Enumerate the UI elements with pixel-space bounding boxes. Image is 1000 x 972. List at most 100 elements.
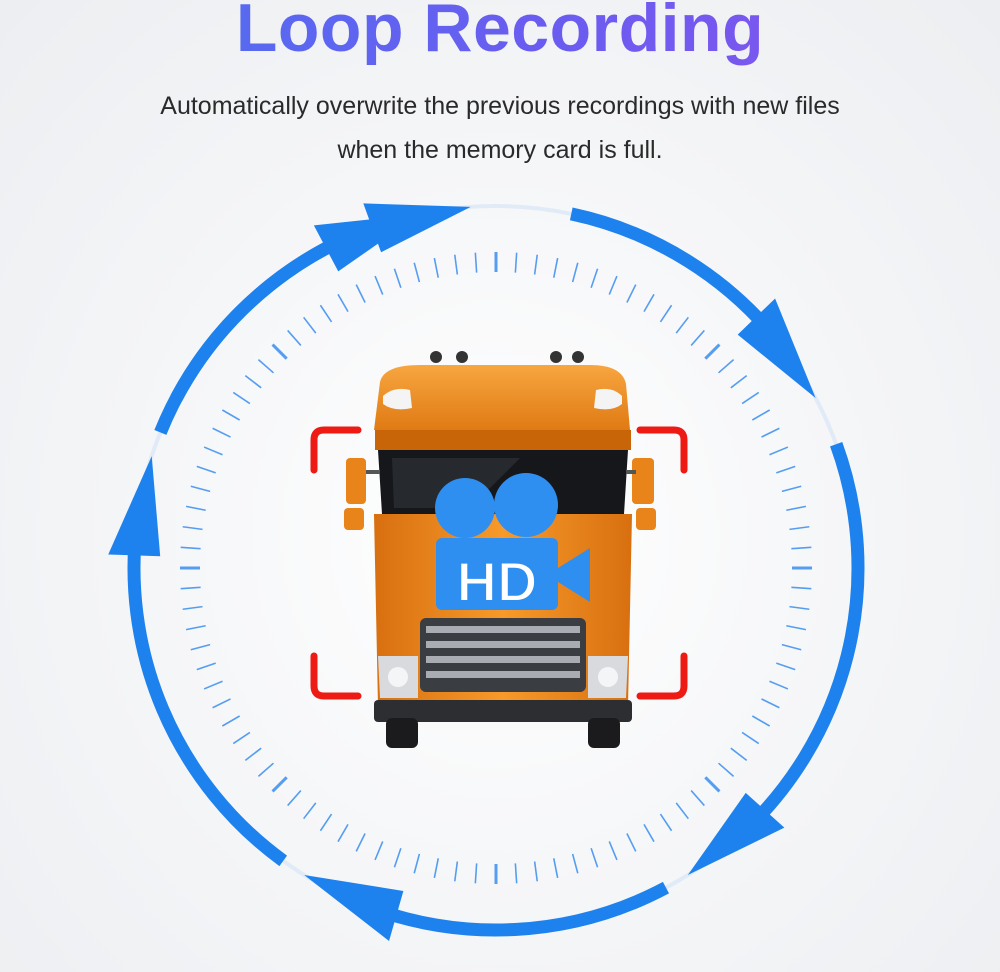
camera-lens [558, 548, 590, 602]
dial-tick [413, 853, 421, 874]
dial-tick [271, 343, 288, 360]
dial-tick [718, 762, 735, 777]
dial-tick [182, 605, 203, 611]
dial-tick [393, 848, 402, 868]
loop-arrow-head [108, 456, 161, 557]
frame-corner-top-right [636, 426, 688, 474]
dial-tick [741, 731, 760, 745]
loop-arrow-head [304, 874, 404, 941]
dial-tick [751, 409, 771, 421]
dial-tick [533, 861, 539, 882]
loop-arrows [108, 203, 865, 941]
dial-tick [690, 329, 705, 346]
dial-tick [433, 858, 440, 879]
dial-tick [185, 505, 206, 512]
frame-corner-bottom-left [310, 652, 362, 700]
dial-tick [257, 359, 274, 374]
dial-tick [302, 802, 317, 820]
frame-corner-bottom-right [636, 652, 688, 700]
dial-tick [552, 257, 559, 278]
dial-tick [791, 586, 812, 590]
hd-camera-icon: HD [435, 473, 590, 614]
dial-tick [533, 254, 539, 275]
dial-tick [319, 304, 333, 323]
loop-arrow-body [127, 516, 288, 867]
dial-tick [212, 427, 231, 438]
dial-tick [244, 374, 262, 389]
dial-tick [786, 505, 807, 512]
dial-tick [781, 485, 802, 493]
dial-tick [643, 293, 655, 313]
dial-tick [257, 762, 274, 777]
dial-tick [196, 465, 216, 474]
page-subtitle: Automatically overwrite the previous rec… [0, 84, 1000, 172]
dial-tick [590, 848, 599, 868]
dial-tick [413, 262, 421, 283]
dial-tick [675, 316, 690, 334]
dial-tick [221, 715, 241, 727]
dial-tick [190, 643, 211, 651]
dial-tick [337, 293, 349, 313]
loop-arrow-head [687, 792, 785, 875]
dial-tick [355, 833, 366, 852]
dial-tick [182, 525, 203, 531]
dial-tick [741, 391, 760, 405]
dial-tick [761, 698, 780, 709]
dial-tick [690, 790, 705, 807]
dial-tick [791, 546, 812, 550]
dial-tick [474, 863, 478, 884]
dial-tick [718, 359, 735, 374]
dial-tick [675, 802, 690, 820]
dial-tick [704, 776, 721, 793]
loop-arrow-body [357, 881, 669, 937]
dial-tick [789, 525, 810, 531]
loop-arrow-head [363, 203, 471, 253]
dial-tick [185, 624, 206, 631]
dial-tick [374, 275, 384, 295]
dial-tick [355, 284, 366, 303]
dial-tick [769, 680, 789, 690]
focus-frame [310, 426, 688, 700]
dial-tick [232, 391, 251, 405]
dial-tick [786, 624, 807, 631]
dial-tick [337, 823, 349, 843]
dial-tick [659, 813, 673, 832]
dial-tick [776, 465, 796, 474]
dial-tick [781, 643, 802, 651]
dial-tick [571, 853, 579, 874]
dial-tick [571, 262, 579, 283]
dial-tick [287, 329, 302, 346]
subtitle-line-1: Automatically overwrite the previous rec… [160, 92, 840, 120]
dial-tick [608, 275, 618, 295]
dial-tick [769, 446, 789, 456]
dial-tick [789, 605, 810, 611]
dial-tick [319, 813, 333, 832]
dial-tick [453, 254, 459, 275]
hd-label: HD [457, 550, 538, 613]
dial-tick [659, 304, 673, 323]
dial-tick [287, 790, 302, 807]
dial-tick [776, 662, 796, 671]
dial-tick [180, 586, 201, 590]
dial-tick [190, 485, 211, 493]
dial-tick [643, 823, 655, 843]
dial-tick [180, 546, 201, 550]
dial-tick [761, 427, 780, 438]
camera-reel-left [435, 478, 495, 538]
dial-tick [626, 833, 637, 852]
dial-tick [271, 776, 288, 793]
dial-tick [704, 343, 721, 360]
loop-arrow-body [154, 226, 363, 435]
dial-tick [552, 858, 559, 879]
dial-tick [203, 446, 223, 456]
dial-tick [474, 252, 478, 273]
tick-dial [180, 252, 812, 884]
dial-tick [514, 252, 518, 273]
dial-tick [608, 841, 618, 861]
dial-tick [751, 715, 771, 727]
subtitle-line-2: when the memory card is full. [337, 136, 663, 164]
dial-tick [730, 374, 748, 389]
dial-tick [232, 731, 251, 745]
camera-body [436, 538, 558, 610]
